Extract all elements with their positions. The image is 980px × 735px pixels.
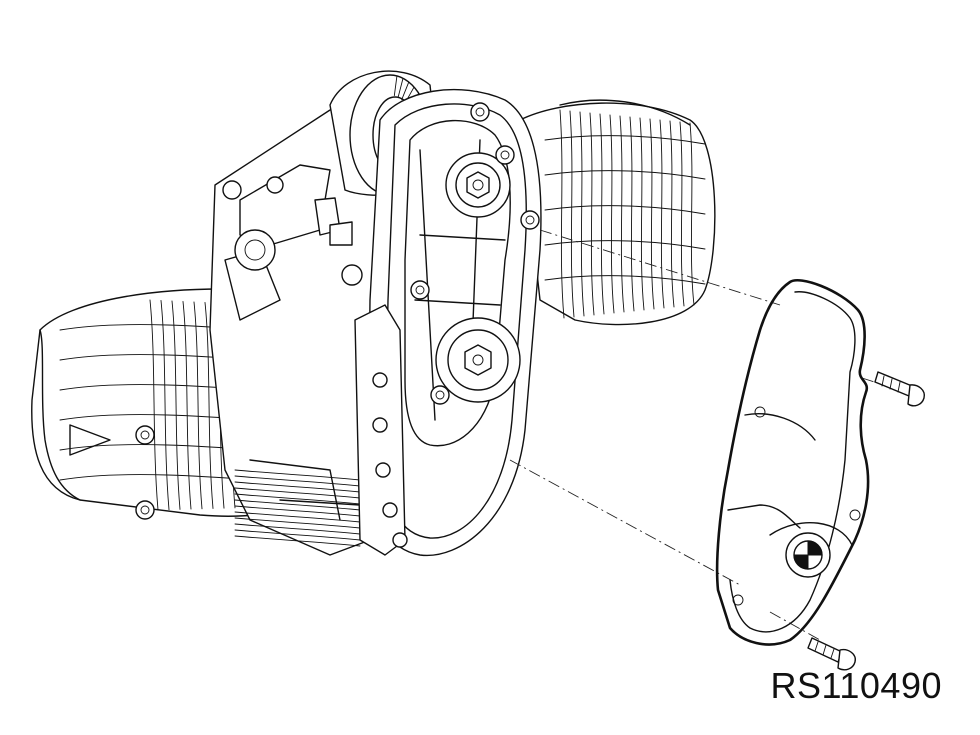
timing-cover — [717, 280, 868, 644]
cover-screw-upper — [875, 372, 924, 406]
bmw-roundel-logo — [786, 533, 830, 577]
figure-reference-code: RS110490 — [771, 668, 942, 704]
mounting-flange — [355, 305, 407, 555]
right-cylinder-head — [520, 100, 715, 324]
